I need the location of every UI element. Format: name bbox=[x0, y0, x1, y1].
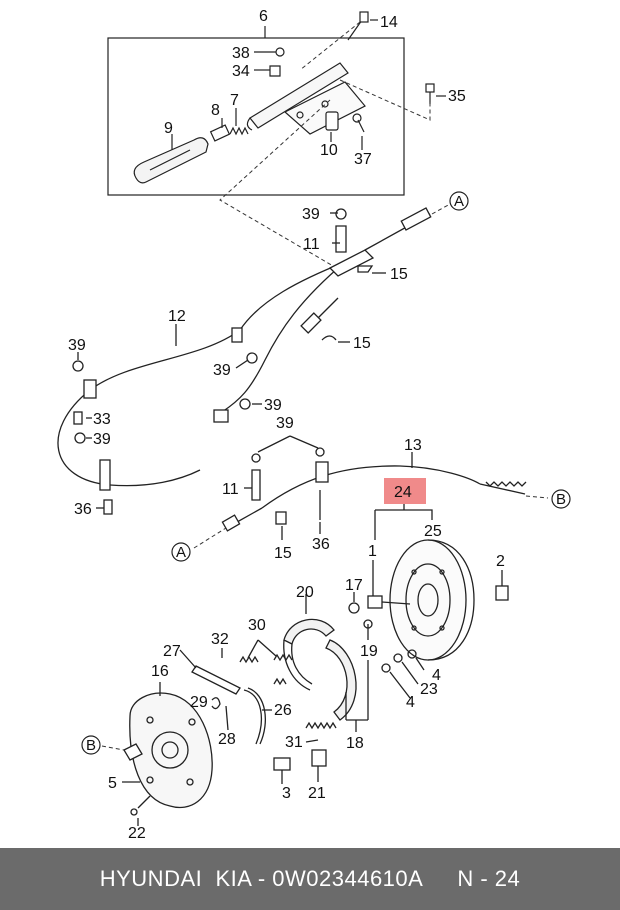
rear-cable-group bbox=[221, 435, 527, 540]
part-label: 29 bbox=[190, 694, 208, 711]
part-label: 12 bbox=[168, 308, 186, 325]
part-label: 26 bbox=[274, 702, 292, 719]
part-label: 13 bbox=[404, 437, 422, 454]
part-label: 16 bbox=[151, 663, 169, 680]
part-label: 4 bbox=[432, 667, 441, 684]
part-label: 1 bbox=[368, 543, 377, 560]
part-label: 9 bbox=[164, 120, 173, 137]
lever-grip bbox=[133, 137, 209, 184]
part-label: 34 bbox=[232, 63, 250, 80]
part-label: 39 bbox=[302, 206, 320, 223]
connector-b-right-label: B bbox=[556, 491, 566, 508]
part-label: 5 bbox=[108, 775, 117, 792]
connector-circles bbox=[81, 191, 571, 755]
footer-brand-part-number: HYUNDAI KIA - 0W02344610A bbox=[99, 866, 424, 891]
connector-b-left bbox=[81, 735, 101, 755]
part-label: 6 bbox=[259, 8, 268, 25]
part-label: 15 bbox=[390, 266, 408, 283]
rear-cable bbox=[261, 465, 481, 509]
connector-a-upper bbox=[449, 191, 469, 211]
part-label: 39 bbox=[213, 362, 231, 379]
part-label: 39 bbox=[93, 431, 111, 448]
part-label: 8 bbox=[211, 102, 220, 119]
part-label: 36 bbox=[312, 536, 330, 553]
part-label: 35 bbox=[448, 88, 466, 105]
lever-assembly-group bbox=[107, 11, 446, 196]
part-label: 31 bbox=[285, 734, 303, 751]
part-label: 11 bbox=[303, 236, 320, 253]
brake-shoe-lower bbox=[325, 639, 357, 721]
highlight-box-24 bbox=[384, 478, 426, 504]
part-labels: 6 14 38 34 35 8 7 9 10 37 39 11 15 12 15… bbox=[68, 8, 505, 842]
part-label: 23 bbox=[420, 681, 438, 698]
part-label: 18 bbox=[346, 735, 364, 752]
part-label: 15 bbox=[353, 335, 371, 352]
part-label: 7 bbox=[230, 92, 239, 109]
part-label: 2 bbox=[496, 553, 505, 570]
part-label: 20 bbox=[296, 584, 314, 601]
part-label: 11 bbox=[222, 481, 239, 498]
part-label: 24 bbox=[394, 484, 412, 501]
part-label: 38 bbox=[232, 45, 250, 62]
front-cable-group bbox=[57, 207, 432, 515]
part-label: 15 bbox=[274, 545, 292, 562]
footer-page-number: N - 24 bbox=[457, 866, 521, 891]
part-label: 22 bbox=[128, 825, 146, 842]
lever-assembly-box bbox=[107, 37, 405, 196]
connector-b-left-label: B bbox=[86, 737, 96, 754]
part-label: 21 bbox=[308, 785, 326, 802]
part-label: 37 bbox=[354, 151, 372, 168]
part-label: 32 bbox=[211, 631, 229, 648]
part-label: 10 bbox=[320, 142, 338, 159]
part-label: 28 bbox=[218, 731, 236, 748]
part-label: 4 bbox=[406, 694, 415, 711]
part-label: 39 bbox=[264, 397, 282, 414]
parking-brake-exploded-diagram: A B A B 6 14 38 34 35 8 7 9 10 37 39 11 … bbox=[57, 8, 571, 842]
brake-shoe-upper bbox=[283, 618, 335, 645]
connector-a-lower bbox=[171, 542, 191, 562]
part-label: 30 bbox=[248, 617, 266, 634]
backing-plate-group bbox=[122, 682, 327, 826]
part-label: 14 bbox=[380, 14, 398, 31]
part-label: 27 bbox=[163, 643, 181, 660]
part-label: 3 bbox=[282, 785, 291, 802]
front-cable bbox=[57, 261, 346, 487]
part-label: 25 bbox=[424, 523, 442, 540]
connector-a-lower-label: A bbox=[176, 544, 186, 561]
connector-b-right bbox=[551, 489, 571, 509]
brake-drum bbox=[389, 539, 467, 661]
part-label: 36 bbox=[74, 501, 92, 518]
lever-arm bbox=[249, 62, 349, 129]
part-label: 39 bbox=[276, 415, 294, 432]
part-label: 19 bbox=[360, 643, 378, 660]
connector-a-upper-label: A bbox=[454, 193, 464, 210]
brake-drum-group bbox=[179, 504, 509, 745]
part-label: 33 bbox=[93, 411, 111, 428]
footer-bar: HYUNDAI KIA - 0W02344610A N - 24 bbox=[0, 848, 620, 910]
part-label: 17 bbox=[345, 577, 363, 594]
part-label: 39 bbox=[68, 337, 86, 354]
